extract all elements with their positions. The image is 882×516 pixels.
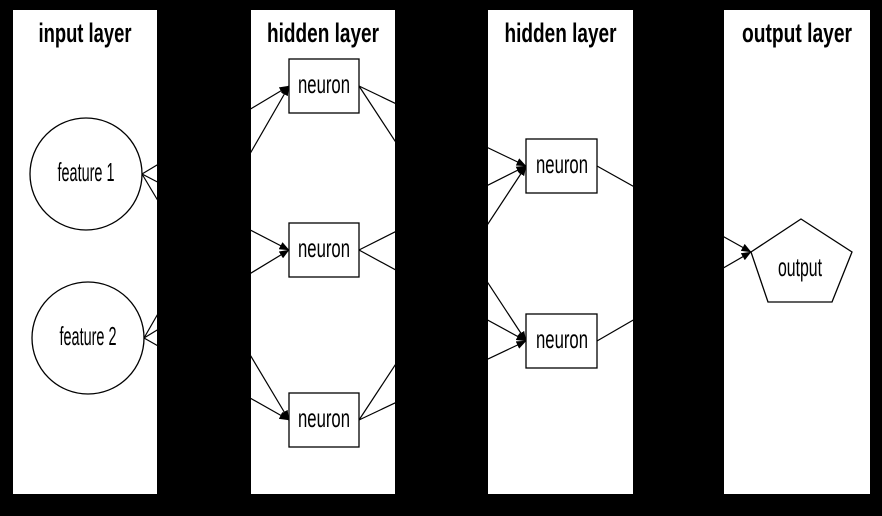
node-label-neuron-4: neuron (536, 149, 588, 179)
edge-neuron-2-to-neuron-5 (358, 249, 527, 342)
edge-feature-2-to-neuron-2 (143, 249, 290, 339)
panel-title-hidden-layer-1: hidden layer (267, 18, 379, 48)
edge-feature-2-to-neuron-1 (143, 85, 290, 339)
node-label-feature-2: feature 2 (60, 321, 117, 351)
edge-neuron-1-to-neuron-5 (358, 85, 527, 342)
panel-title-output-layer: output layer (742, 18, 852, 48)
node-label-output: output (778, 252, 822, 282)
edge-feature-1-to-neuron-3 (141, 173, 290, 421)
panel-title-input-layer: input layer (39, 18, 132, 48)
node-neuron-2 (288, 222, 360, 278)
node-label-feature-1: feature 1 (58, 157, 115, 187)
node-neuron-1 (288, 58, 360, 114)
panel-title-hidden-layer-2: hidden layer (505, 18, 617, 48)
node-neuron-5 (525, 313, 598, 369)
edge-neuron-4-to-output (596, 165, 752, 253)
node-label-neuron-2: neuron (298, 233, 350, 263)
node-label-neuron-1: neuron (298, 69, 350, 99)
node-neuron-3 (288, 392, 360, 448)
node-feature-2 (31, 281, 145, 395)
edge-neuron-3-to-neuron-4 (358, 165, 527, 421)
node-label-neuron-3: neuron (298, 403, 350, 433)
edge-feature-2-to-neuron-3 (143, 337, 290, 421)
panel-hidden-layer-2 (488, 10, 633, 494)
edge-neuron-3-to-neuron-5 (358, 340, 527, 421)
panel-input-layer (13, 10, 157, 494)
node-output (750, 218, 853, 303)
node-label-neuron-5: neuron (536, 324, 588, 354)
edge-neuron-2-to-neuron-4 (358, 165, 527, 251)
edge-feature-1-to-neuron-1 (141, 85, 290, 175)
edge-neuron-5-to-output (596, 251, 752, 342)
node-feature-1 (29, 117, 143, 231)
edge-neuron-1-to-neuron-4 (358, 85, 527, 167)
node-neuron-4 (525, 138, 598, 194)
edge-feature-1-to-neuron-2 (141, 173, 290, 251)
